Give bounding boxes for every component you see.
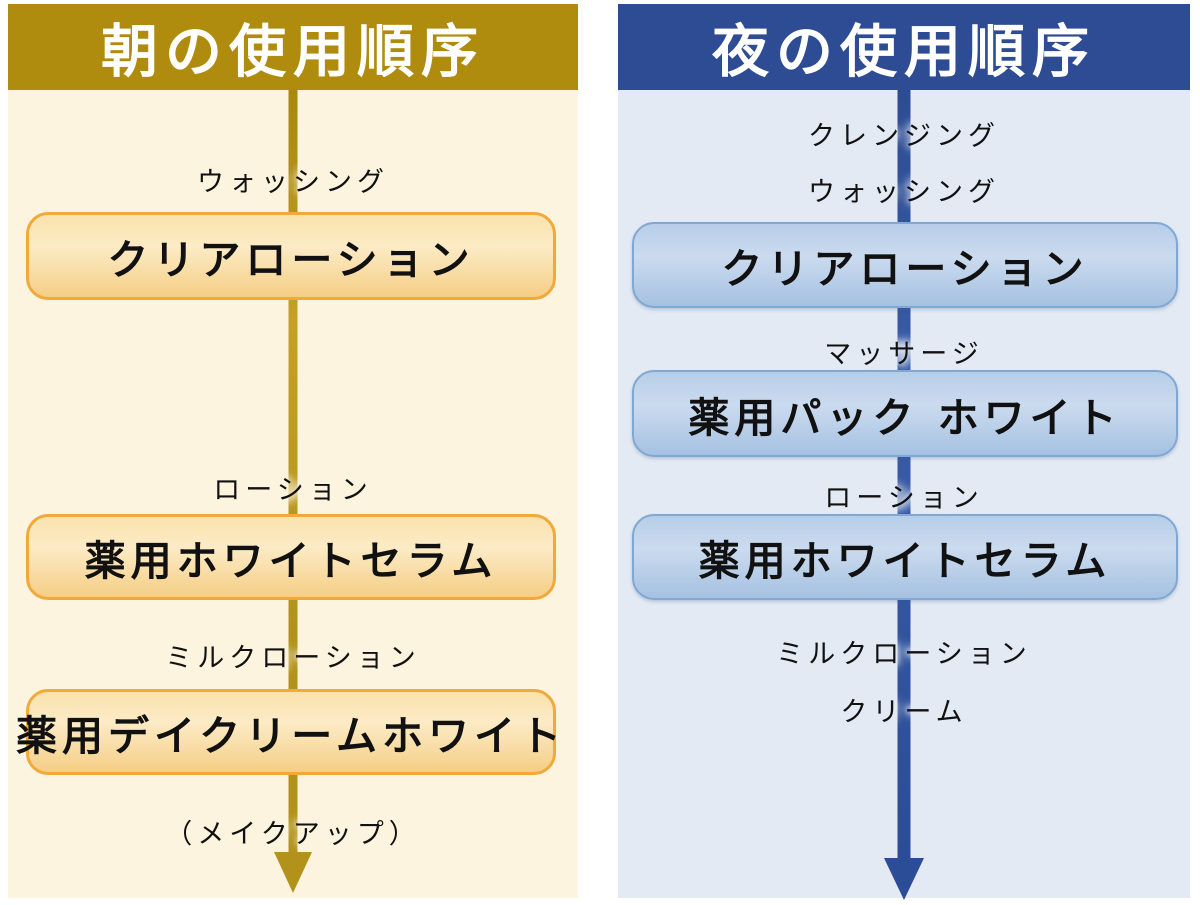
night-step-label-0: クレンジング	[808, 121, 1000, 152]
night-header: 夜の使用順序	[618, 4, 1190, 90]
night-column: 夜の使用順序 クレンジングウォッシングクリアローションマッサージ薬用パック ホワ…	[618, 4, 1190, 900]
night-step-label-3: マッサージ	[824, 339, 984, 370]
night-step-label-5: ローション	[824, 483, 984, 514]
night-title: 夜の使用順序	[712, 19, 1096, 85]
night-step-label-7: ミルクローション	[776, 639, 1032, 670]
night-down-arrow-head-icon	[884, 858, 924, 900]
morning-step-label-0: ウォッシング	[197, 167, 389, 198]
morning-step-label-2: ローション	[213, 475, 373, 506]
night-step-label-8: クリーム	[840, 697, 968, 728]
morning-down-arrow-line	[288, 90, 298, 856]
night-step-box-4: 薬用パック ホワイト	[632, 370, 1178, 457]
morning-header: 朝の使用順序	[8, 4, 578, 90]
morning-flow-area: ウォッシングクリアローションローション薬用ホワイトセラムミルクローション薬用デイ…	[8, 90, 578, 898]
night-step-box-2: クリアローション	[632, 222, 1178, 308]
night-step-box-6: 薬用ホワイトセラム	[632, 514, 1178, 600]
morning-step-box-1: クリアローション	[26, 212, 556, 300]
night-step-label-1: ウォッシング	[808, 177, 1000, 208]
morning-step-label-6: （メイクアップ）	[165, 819, 421, 850]
morning-step-box-5: 薬用デイクリームホワイト	[16, 689, 561, 775]
night-flow-area: クレンジングウォッシングクリアローションマッサージ薬用パック ホワイトローション…	[618, 90, 1190, 900]
morning-step-label-4: ミルクローション	[165, 643, 421, 674]
morning-column: 朝の使用順序 ウォッシングクリアローションローション薬用ホワイトセラムミルクロー…	[8, 4, 578, 898]
morning-title: 朝の使用順序	[101, 19, 485, 85]
morning-step-box-3: 薬用ホワイトセラム	[26, 514, 556, 600]
morning-down-arrow-head-icon	[274, 852, 312, 893]
